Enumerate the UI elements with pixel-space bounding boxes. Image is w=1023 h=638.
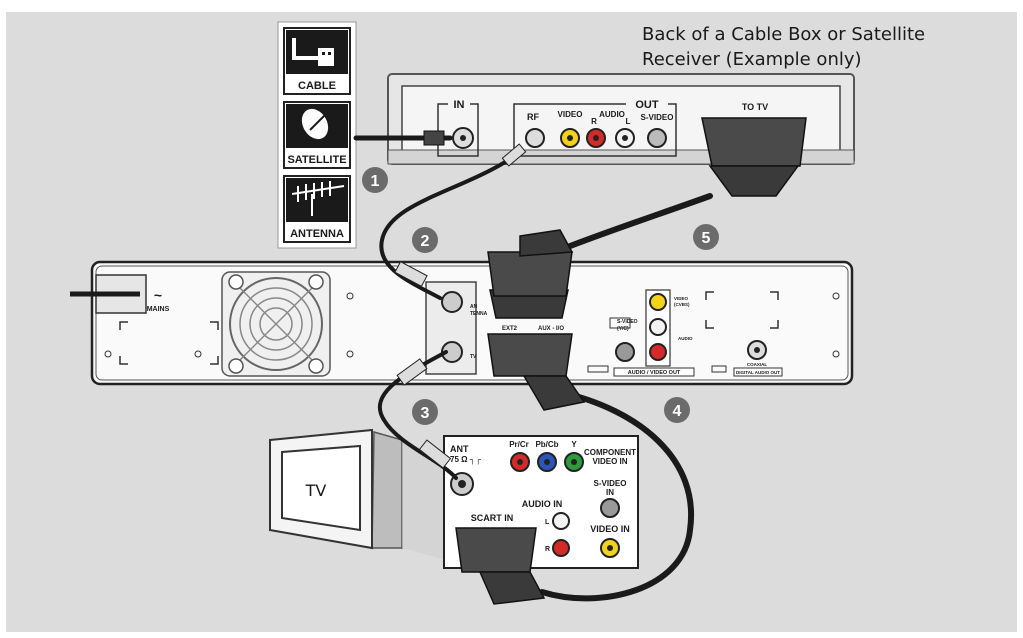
recorder-digital-out-label: DIGITAL AUDIO OUT (736, 370, 780, 375)
step-4-number: 4 (673, 403, 682, 420)
satellite-source: SATELLITE (283, 101, 351, 169)
tv-audio-l-label: L (545, 519, 550, 526)
caption-line-1: Back of a Cable Box or Satellite (642, 24, 925, 45)
recorder-audio-label: AUDIO (678, 336, 693, 341)
tv-ant-label-2: 75 Ω ┐┌ (450, 455, 481, 465)
step-5-number: 5 (702, 230, 711, 247)
step-1-badge: 1 (362, 167, 388, 193)
scart-cable-tv (539, 389, 695, 602)
recorder-antenna-label-2: TENNA (470, 311, 488, 317)
recorder-aux-label: AUX - I/O (538, 326, 564, 332)
step-4-badge: 4 (664, 397, 690, 423)
step-3-badge: 3 (412, 399, 438, 425)
tv-component-label-1: COMPONENT (584, 448, 636, 457)
tv-svideo-label-2: IN (606, 488, 614, 497)
recorder: ~ MAINS AN TENNA TV EXT2 AUX - I/O (90, 260, 854, 386)
scart-cable-box (557, 193, 713, 253)
recorder-antenna-jack (441, 291, 463, 313)
step-5-badge: 5 (693, 224, 719, 250)
recorder-video-jack (649, 293, 667, 311)
recorder-video-cvbs-2: (CVBS) (674, 302, 690, 307)
cable-box-in-label: IN (454, 99, 465, 111)
step-1-number: 1 (371, 173, 380, 190)
tv-audio-r-label: R (545, 546, 550, 553)
tv-audio-in-label: AUDIO IN (522, 499, 563, 509)
tv-ant-label-1: ANT (450, 444, 469, 454)
rf-cable (379, 150, 522, 300)
cable-box-r-label: R (591, 117, 597, 126)
antenna-icon (291, 181, 345, 216)
tv-set: TV (269, 428, 446, 560)
tv-svideo-label-1: S-VIDEO (594, 479, 627, 488)
mains-label: MAINS (147, 306, 170, 313)
cable-box-svideo-label: S-VIDEO (641, 113, 674, 122)
tv-prcr-label: Pr/Cr (509, 440, 529, 449)
tv-y-label: Y (571, 440, 577, 449)
cable-plug-icon (292, 38, 320, 60)
recorder-av-out-label: AUDIO / VIDEO OUT (628, 370, 681, 376)
recorder-svideo-jack (615, 342, 635, 362)
source-panel: CABLE SATELLITE ANTENNA (277, 21, 357, 249)
tv-panel: ANT 75 Ω ┐┌ Pr/Cr Pb/Cb Y COMPONENT VIDE… (443, 435, 639, 569)
recorder-ext2-label: EXT2 (502, 326, 518, 332)
cable-box-audio-label: AUDIO (599, 110, 625, 119)
cables (353, 130, 713, 602)
tv-screen-label: TV (305, 481, 327, 500)
tv-audio-l-jack (552, 512, 570, 530)
recorder-yc-label: (Y/C) (617, 326, 629, 332)
cable-label: CABLE (298, 80, 336, 92)
cable-box-to-tv-label: TO TV (742, 102, 768, 112)
tv-scart-in-label: SCART IN (471, 513, 514, 523)
cable-box-l-label: L (626, 117, 631, 126)
cable-box-rf-jack (525, 128, 545, 148)
recorder-audio-l-jack (649, 318, 667, 336)
antenna-source: ANTENNA (283, 175, 351, 243)
cable-box-svideo-jack (647, 128, 667, 148)
mains-symbol: ~ (154, 287, 162, 303)
fan-grille (221, 271, 331, 377)
recorder-antenna-label-1: AN (470, 304, 478, 310)
scart-plugs (455, 117, 807, 605)
step-3-number: 3 (421, 405, 430, 422)
cable-box-video-label: VIDEO (558, 110, 583, 119)
tv-audio-r-jack (552, 539, 570, 557)
cable-box-out-label: OUT (635, 99, 659, 111)
step-2-number: 2 (421, 233, 430, 250)
step-2-badge: 2 (412, 227, 438, 253)
satellite-label: SATELLITE (287, 154, 346, 166)
cable-box-rf-label: RF (527, 112, 539, 122)
tv-svideo-jack (600, 498, 620, 518)
recorder-video-cvbs-1: VIDEO (674, 296, 689, 301)
tv-pbcb-label: Pb/Cb (535, 440, 558, 449)
caption-line-2: Receiver (Example only) (642, 49, 862, 70)
recorder-audio-r-jack (649, 343, 667, 361)
recorder-coaxial-label: COAXIAL (747, 362, 768, 367)
recorder-svideo-label: S-VIDEO (617, 319, 638, 325)
recorder-tv-label: TV (470, 354, 477, 360)
tv-component-label-2: VIDEO IN (592, 457, 627, 466)
tv-video-in-label: VIDEO IN (590, 524, 630, 534)
cable-source: CABLE (283, 27, 351, 95)
antenna-label: ANTENNA (290, 228, 344, 240)
